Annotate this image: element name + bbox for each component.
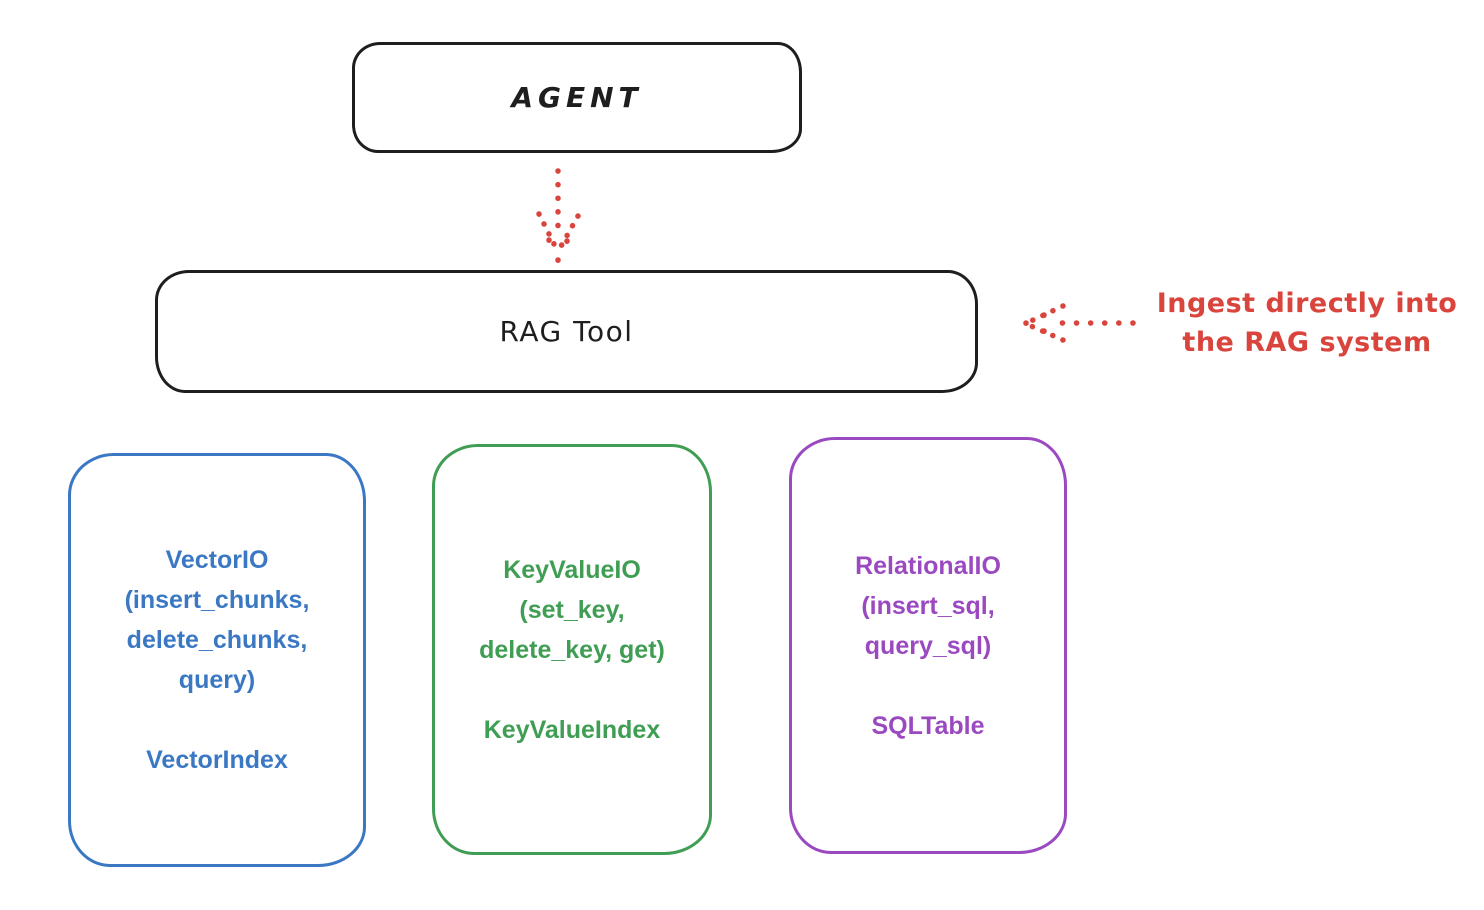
vector-index-label: VectorIndex bbox=[146, 746, 288, 774]
ingest-dotted-arrow-left-icon bbox=[1023, 303, 1136, 343]
sql-table-label: SQLTable bbox=[871, 711, 985, 740]
rag-tool-node: RAG Tool bbox=[155, 270, 978, 393]
relational-io-methods-line-1: (insert_sql, bbox=[861, 591, 995, 620]
ingest-annotation-line-2: the RAG system bbox=[1182, 327, 1432, 358]
ingest-annotation: Ingest directly into the RAG system bbox=[1140, 284, 1474, 362]
agent-to-rag-dotted-arrow-down-icon bbox=[536, 168, 581, 263]
relational-io-title: RelationalIO bbox=[855, 551, 1001, 580]
backend-vector-io: VectorIO (insert_chunks, delete_chunks, … bbox=[68, 453, 366, 867]
spacer bbox=[71, 700, 363, 740]
keyvalue-io-title: KeyValueIO bbox=[503, 555, 641, 584]
backend-relational-io: RelationalIO (insert_sql, query_sql) SQL… bbox=[789, 437, 1067, 854]
keyvalue-io-methods-line-2: delete_key, get) bbox=[479, 635, 665, 664]
vector-io-methods-line-3: query) bbox=[178, 666, 256, 694]
agent-node: AGENT bbox=[352, 42, 802, 153]
rag-tool-label: RAG Tool bbox=[499, 315, 634, 348]
relational-io-methods-line-2: query_sql) bbox=[864, 631, 992, 660]
backend-keyvalue-io: KeyValueIO (set_key, delete_key, get) Ke… bbox=[432, 444, 712, 855]
spacer bbox=[435, 670, 709, 710]
vector-io-methods-line-2: delete_chunks, bbox=[126, 626, 308, 654]
keyvalue-io-methods-line-1: (set_key, bbox=[519, 595, 625, 624]
vector-io-methods-line-1: (insert_chunks, bbox=[124, 586, 310, 614]
vector-io-title: VectorIO bbox=[165, 546, 269, 574]
agent-label: AGENT bbox=[511, 81, 643, 114]
ingest-annotation-line-1: Ingest directly into bbox=[1156, 288, 1458, 319]
keyvalue-index-label: KeyValueIndex bbox=[483, 715, 661, 744]
spacer bbox=[792, 666, 1064, 706]
